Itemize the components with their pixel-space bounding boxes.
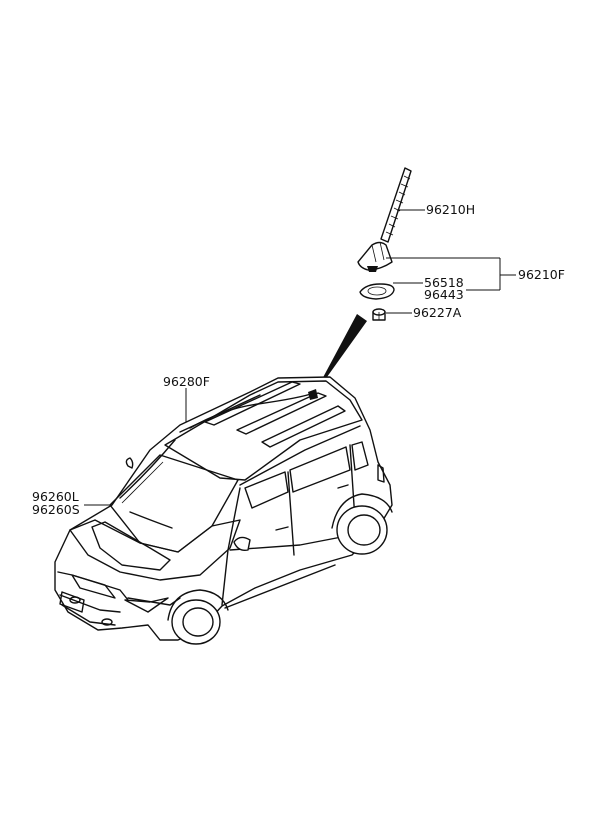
label-windshield-cable-s: 96260S	[32, 502, 80, 517]
antenna-base	[357, 241, 393, 272]
antenna-rod	[380, 167, 412, 243]
vehicle-illustration	[54, 376, 393, 645]
label-nut: 96227A	[413, 305, 462, 320]
label-gasket: 56518	[424, 275, 464, 290]
label-windshield-cable-l: 96260L	[32, 489, 79, 504]
label-roof-feeder-cable: 96280F	[163, 374, 210, 389]
label-pad: 96443	[424, 287, 464, 302]
nut	[372, 308, 386, 321]
label-antenna-assembly: 96210F	[518, 267, 565, 282]
label-antenna-rod: 96210H	[426, 202, 475, 217]
gasket-pad	[359, 283, 395, 300]
